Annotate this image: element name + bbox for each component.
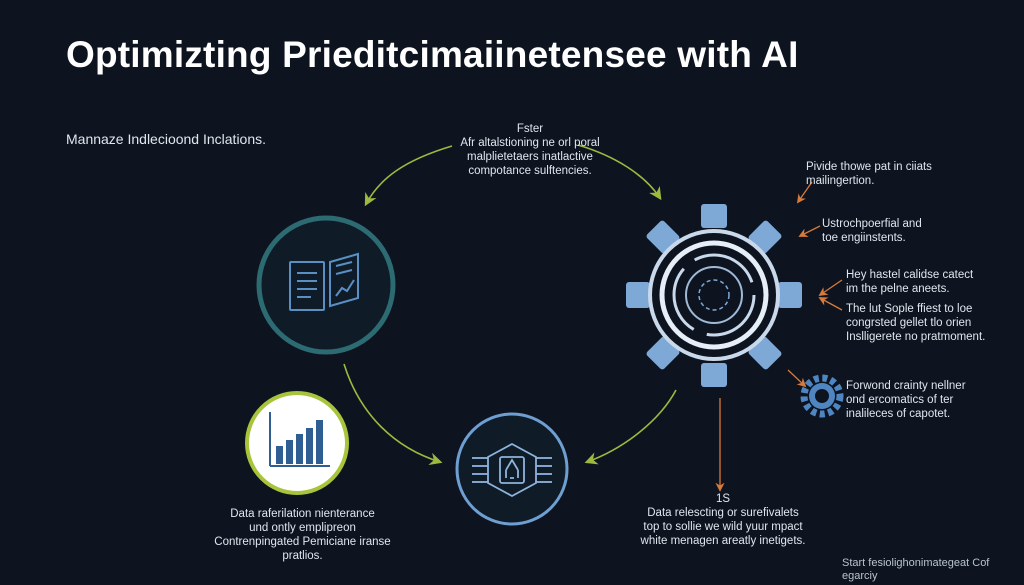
- gear-cog-icon: [626, 204, 802, 387]
- cycle-arrow-top-right: [577, 144, 662, 201]
- pointer-arrow-4: [818, 297, 843, 311]
- small-gear-icon: [800, 374, 844, 418]
- label-right-2: Ustrochpoerfial and toe engiinstents.: [822, 218, 922, 245]
- document-chart-node: [256, 215, 396, 355]
- label-right-1: Pivide thowe pat in ciiats mailingertion…: [806, 161, 932, 188]
- cycle-arrow-right-down: [584, 389, 677, 465]
- label-right-3: Hey hastel calidse catect im the pelne a…: [846, 269, 974, 296]
- label-bottom-left: Data raferilation nienterance und ontly …: [214, 508, 391, 563]
- bar-chart-node: [245, 391, 349, 495]
- label-top: Fster Afr altalstioning ne orl poral mal…: [460, 123, 600, 178]
- footer-note: Start fesiolighonimategeat Cof egarciy: [842, 557, 990, 583]
- page-title: Optimizting Prieditcimaiinetensee with A…: [66, 34, 799, 75]
- cycle-arrow-left-down: [343, 363, 443, 466]
- pointer-arrow-3: [818, 279, 843, 297]
- pointer-arrow-5: [787, 369, 807, 388]
- pointer-arrow-2: [798, 225, 821, 237]
- label-left: Mannaze Indlecioond Inclations.: [66, 131, 267, 147]
- document-chart-icon: [289, 252, 359, 311]
- bar-chart-icon: [269, 412, 330, 467]
- label-bottom-middle: 1S Data relescting or surefivalets top t…: [640, 493, 806, 548]
- chip-icon: [472, 442, 552, 498]
- pointer-arrow-1: [796, 181, 813, 204]
- chip-node: [455, 412, 569, 526]
- cycle-arrow-top-left: [364, 145, 453, 207]
- label-right-4: The lut Sople ffiest to loe congrsted ge…: [846, 303, 986, 344]
- label-right-5: Forwond crainty nellner ond ercomatics o…: [846, 380, 966, 421]
